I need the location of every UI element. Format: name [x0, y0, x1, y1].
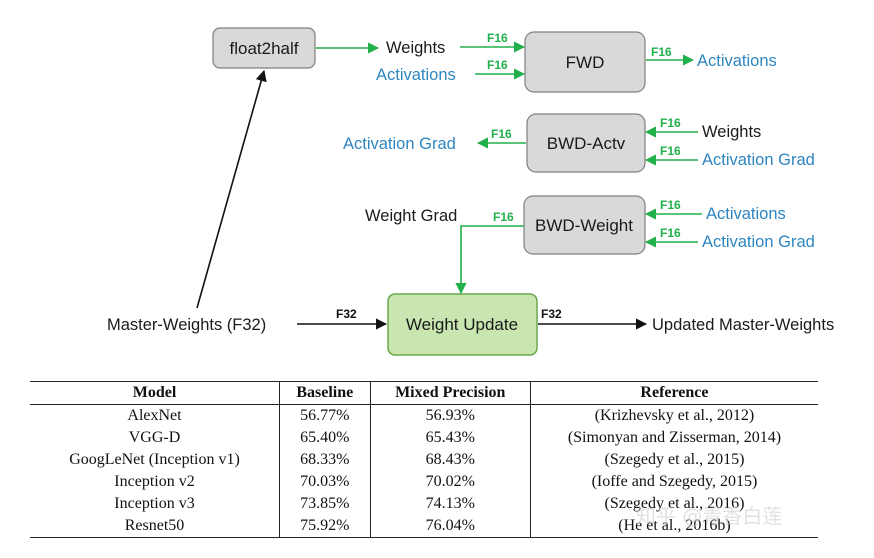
cell-baseline: 56.77%	[279, 404, 371, 427]
mixed-precision-training-diagram: float2half FWD BWD-Actv BWD-Weight Weigh…	[107, 27, 834, 356]
label-bwd-weight-in-activations: Activations	[706, 205, 786, 223]
float2half-label: float2half	[230, 39, 299, 58]
cell-reference: (Ioffe and Szegedy, 2015)	[591, 473, 758, 490]
precision-f16-bwd-weight-out: F16	[493, 210, 514, 224]
fwd-label: FWD	[566, 53, 605, 72]
arrow-master-weights-to-float2half	[196, 69, 267, 309]
table-row: AlexNet 56.77% 56.93% (Krizhevsky et al.…	[30, 404, 818, 427]
label-bwd-actv-in-weights: Weights	[702, 123, 761, 141]
table-row: VGG-D 65.40% 65.43% (Simonyan and Zisser…	[30, 427, 818, 449]
cell-baseline: 65.40%	[279, 427, 371, 449]
precision-f16-bwd-actv-out: F16	[491, 127, 512, 141]
fwd-box: FWD	[524, 31, 646, 93]
bwd-weight-box: BWD-Weight	[523, 195, 646, 255]
precision-f16-bwd-actv-grad: F16	[660, 144, 681, 158]
cell-model: Inception v2	[30, 471, 280, 493]
cell-baseline: 73.85%	[279, 493, 371, 515]
label-bwd-actv-in-grad: Activation Grad	[702, 151, 815, 169]
cell-model: Resnet50	[30, 515, 280, 538]
cell-reference: (He et al., 2016b)	[530, 515, 818, 538]
cell-baseline: 70.03%	[279, 471, 371, 493]
cell-mixed-precision: 70.02%	[370, 471, 531, 493]
precision-f16-fwd-weights: F16	[487, 31, 508, 45]
precision-f16-fwd-out: F16	[651, 45, 672, 59]
precision-f16-bwd-weight-activations: F16	[660, 198, 681, 212]
table-row: Resnet50 75.92% 76.04% (He et al., 2016b…	[30, 515, 818, 538]
cell-mixed-precision: 76.04%	[370, 515, 531, 538]
label-fwd-in-weights: Weights	[386, 39, 445, 57]
bwd-actv-box: BWD-Actv	[526, 113, 646, 173]
mixed-precision-results-table: Model Baseline Mixed Precision Reference…	[30, 381, 818, 538]
label-fwd-in-activations: Activations	[376, 66, 456, 84]
cell-reference: (Simonyan and Zisserman, 2014)	[567, 429, 782, 446]
label-fwd-out-activations: Activations	[697, 52, 777, 70]
cell-baseline: 75.92%	[279, 515, 371, 538]
cell-model: Inception v3	[30, 493, 280, 515]
bwd-actv-label: BWD-Actv	[547, 134, 626, 153]
table-row: GoogLeNet (Inception v1) 68.33% 68.43% (…	[30, 449, 818, 471]
weight-update-box: Weight Update	[387, 293, 538, 356]
weight-update-label: Weight Update	[406, 315, 518, 334]
label-updated-master-weights: Updated Master-Weights	[652, 316, 834, 334]
header-baseline: Baseline	[279, 381, 371, 405]
table-header-row: Model Baseline Mixed Precision Reference	[30, 381, 818, 405]
cell-reference: (Szegedy et al., 2015)	[604, 451, 745, 468]
cell-reference: (Szegedy et al., 2016)	[604, 495, 745, 512]
cell-mixed-precision: 65.43%	[370, 427, 531, 449]
precision-f32-master-in: F32	[336, 307, 357, 321]
precision-f32-update-out: F32	[541, 307, 562, 321]
label-master-weights: Master-Weights (F32)	[107, 316, 266, 334]
cell-baseline: 68.33%	[279, 449, 371, 471]
float2half-box: float2half	[212, 27, 316, 69]
cell-mixed-precision: 56.93%	[370, 404, 531, 427]
label-bwd-weight-out-grad: Weight Grad	[365, 207, 457, 225]
precision-f16-bwd-weight-grad: F16	[660, 226, 681, 240]
label-bwd-actv-out-grad: Activation Grad	[343, 135, 456, 153]
precision-f16-bwd-actv-weights: F16	[660, 116, 681, 130]
cell-model: VGG-D	[30, 427, 280, 449]
label-bwd-weight-in-grad: Activation Grad	[702, 233, 815, 251]
header-mixed-precision: Mixed Precision	[370, 381, 531, 405]
cell-mixed-precision: 74.13%	[370, 493, 531, 515]
cell-model: AlexNet	[30, 404, 280, 427]
cell-mixed-precision: 68.43%	[370, 449, 531, 471]
arrow-bwd-weight-to-weight-update	[455, 225, 524, 295]
precision-f16-fwd-activations: F16	[487, 58, 508, 72]
table-row: Inception v2 70.03% 70.02% (Ioffe and Sz…	[30, 471, 818, 493]
header-reference: Reference	[530, 381, 818, 405]
table-row: Inception v3 73.85% 74.13% (Szegedy et a…	[30, 493, 818, 515]
cell-model: GoogLeNet (Inception v1)	[30, 449, 280, 471]
cell-reference: (Krizhevsky et al., 2012)	[594, 407, 755, 424]
bwd-weight-label: BWD-Weight	[535, 216, 633, 235]
header-model: Model	[30, 381, 280, 405]
